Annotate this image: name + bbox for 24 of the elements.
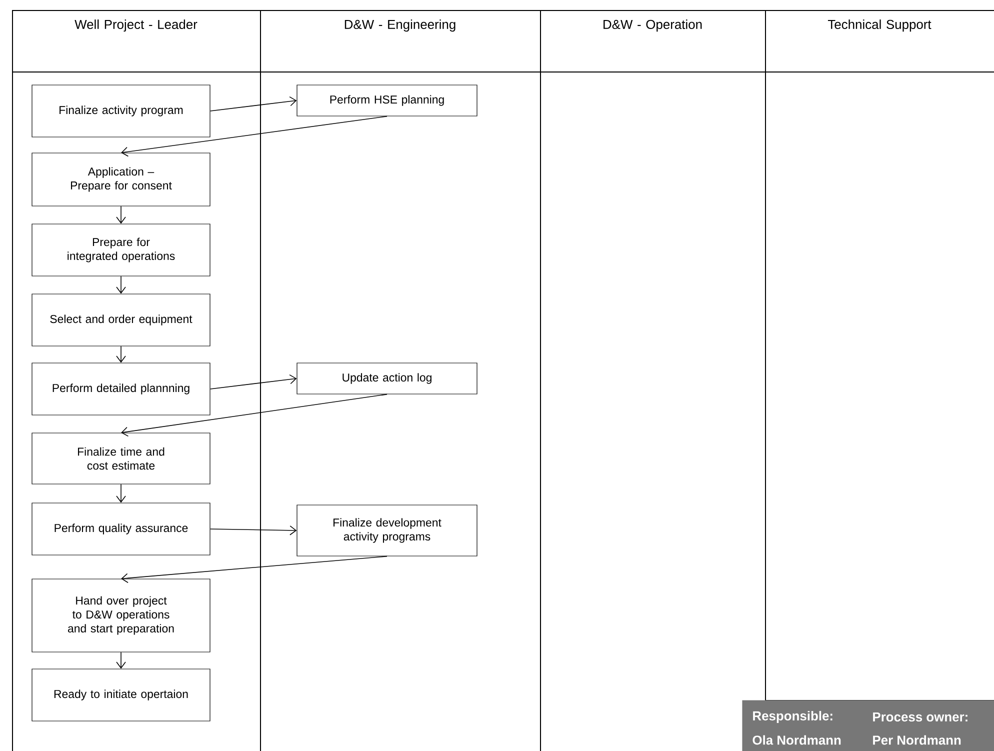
arrow xyxy=(121,116,388,157)
arrow xyxy=(116,206,126,224)
arrow xyxy=(116,276,126,294)
arrow xyxy=(210,525,297,536)
process-box: Perform HSE planning xyxy=(296,84,478,116)
arrow xyxy=(210,96,297,112)
process-box: Select and order equipment xyxy=(32,294,210,346)
process-box: Update action log xyxy=(296,362,478,394)
process-box: Hand over project to D&W operations and start preparation xyxy=(32,578,210,652)
process-box: Application – Prepare for consent xyxy=(32,152,210,206)
process-box: Perform quality assurance xyxy=(32,502,210,556)
arrow xyxy=(121,394,388,437)
process-box: Prepare for integrated operations xyxy=(32,224,210,276)
arrow xyxy=(116,484,126,503)
arrow xyxy=(121,556,388,584)
arrow xyxy=(116,652,126,669)
process-box: Finalize activity program xyxy=(32,84,210,138)
process-box: Perform detailed plannning xyxy=(32,362,210,416)
process-box: Finalize development activity programs xyxy=(296,504,478,556)
process-box: Ready to initiate opertaion xyxy=(32,668,210,722)
arrow xyxy=(116,346,126,363)
arrow xyxy=(210,374,297,390)
process-box: Finalize time and cost estimate xyxy=(32,432,210,484)
owner-panel: Responsible: Process owner: Ola Nordmann Per Nordmann xyxy=(742,700,994,751)
